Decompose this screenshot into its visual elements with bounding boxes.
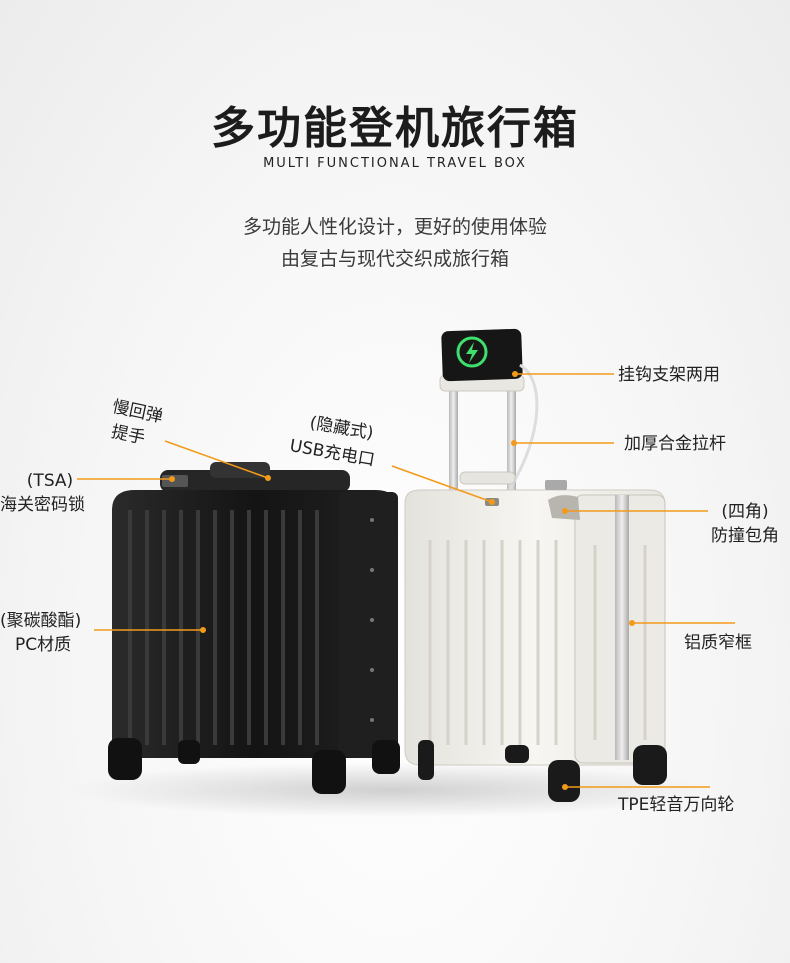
callout-dots	[169, 371, 635, 790]
page-subtitle: MULTI FUNCTIONAL TRAVEL BOX	[263, 156, 527, 171]
callout-wheels: TPE轻音万向轮	[618, 795, 735, 815]
callout-tsa-line-2: 海关密码锁	[0, 495, 85, 515]
tsa-lock	[162, 475, 188, 487]
white-wheels	[418, 740, 667, 802]
callout-corner-line-1: (四角)	[721, 502, 769, 522]
black-suitcase	[108, 462, 400, 794]
callout-frame: 铝质窄框	[684, 633, 752, 653]
callout-tsa-line-1: (TSA)	[26, 471, 74, 491]
callout-handle-bar: 加厚合金拉杆	[624, 434, 726, 454]
black-wheels	[108, 738, 400, 794]
callout-pc-line-2: PC材质	[15, 635, 72, 655]
corner-protector	[548, 495, 580, 520]
lightning-bolt-icon	[466, 342, 478, 363]
phone-on-stand	[441, 328, 523, 382]
aluminium-frame	[615, 495, 629, 760]
callout-hook-stand: 挂钩支架两用	[618, 365, 720, 385]
description-line-2: 由复古与现代交织成旅行箱	[280, 248, 509, 270]
description-line-1: 多功能人性化设计，更好的使用体验	[242, 216, 547, 238]
page-title: 多功能登机旅行箱	[211, 103, 579, 154]
white-suitcase	[404, 328, 667, 802]
callout-pc-line-1: (聚碳酸酯)	[0, 611, 82, 631]
callout-lines	[77, 373, 735, 788]
callout-corner-line-2: 防撞包角	[711, 526, 779, 546]
